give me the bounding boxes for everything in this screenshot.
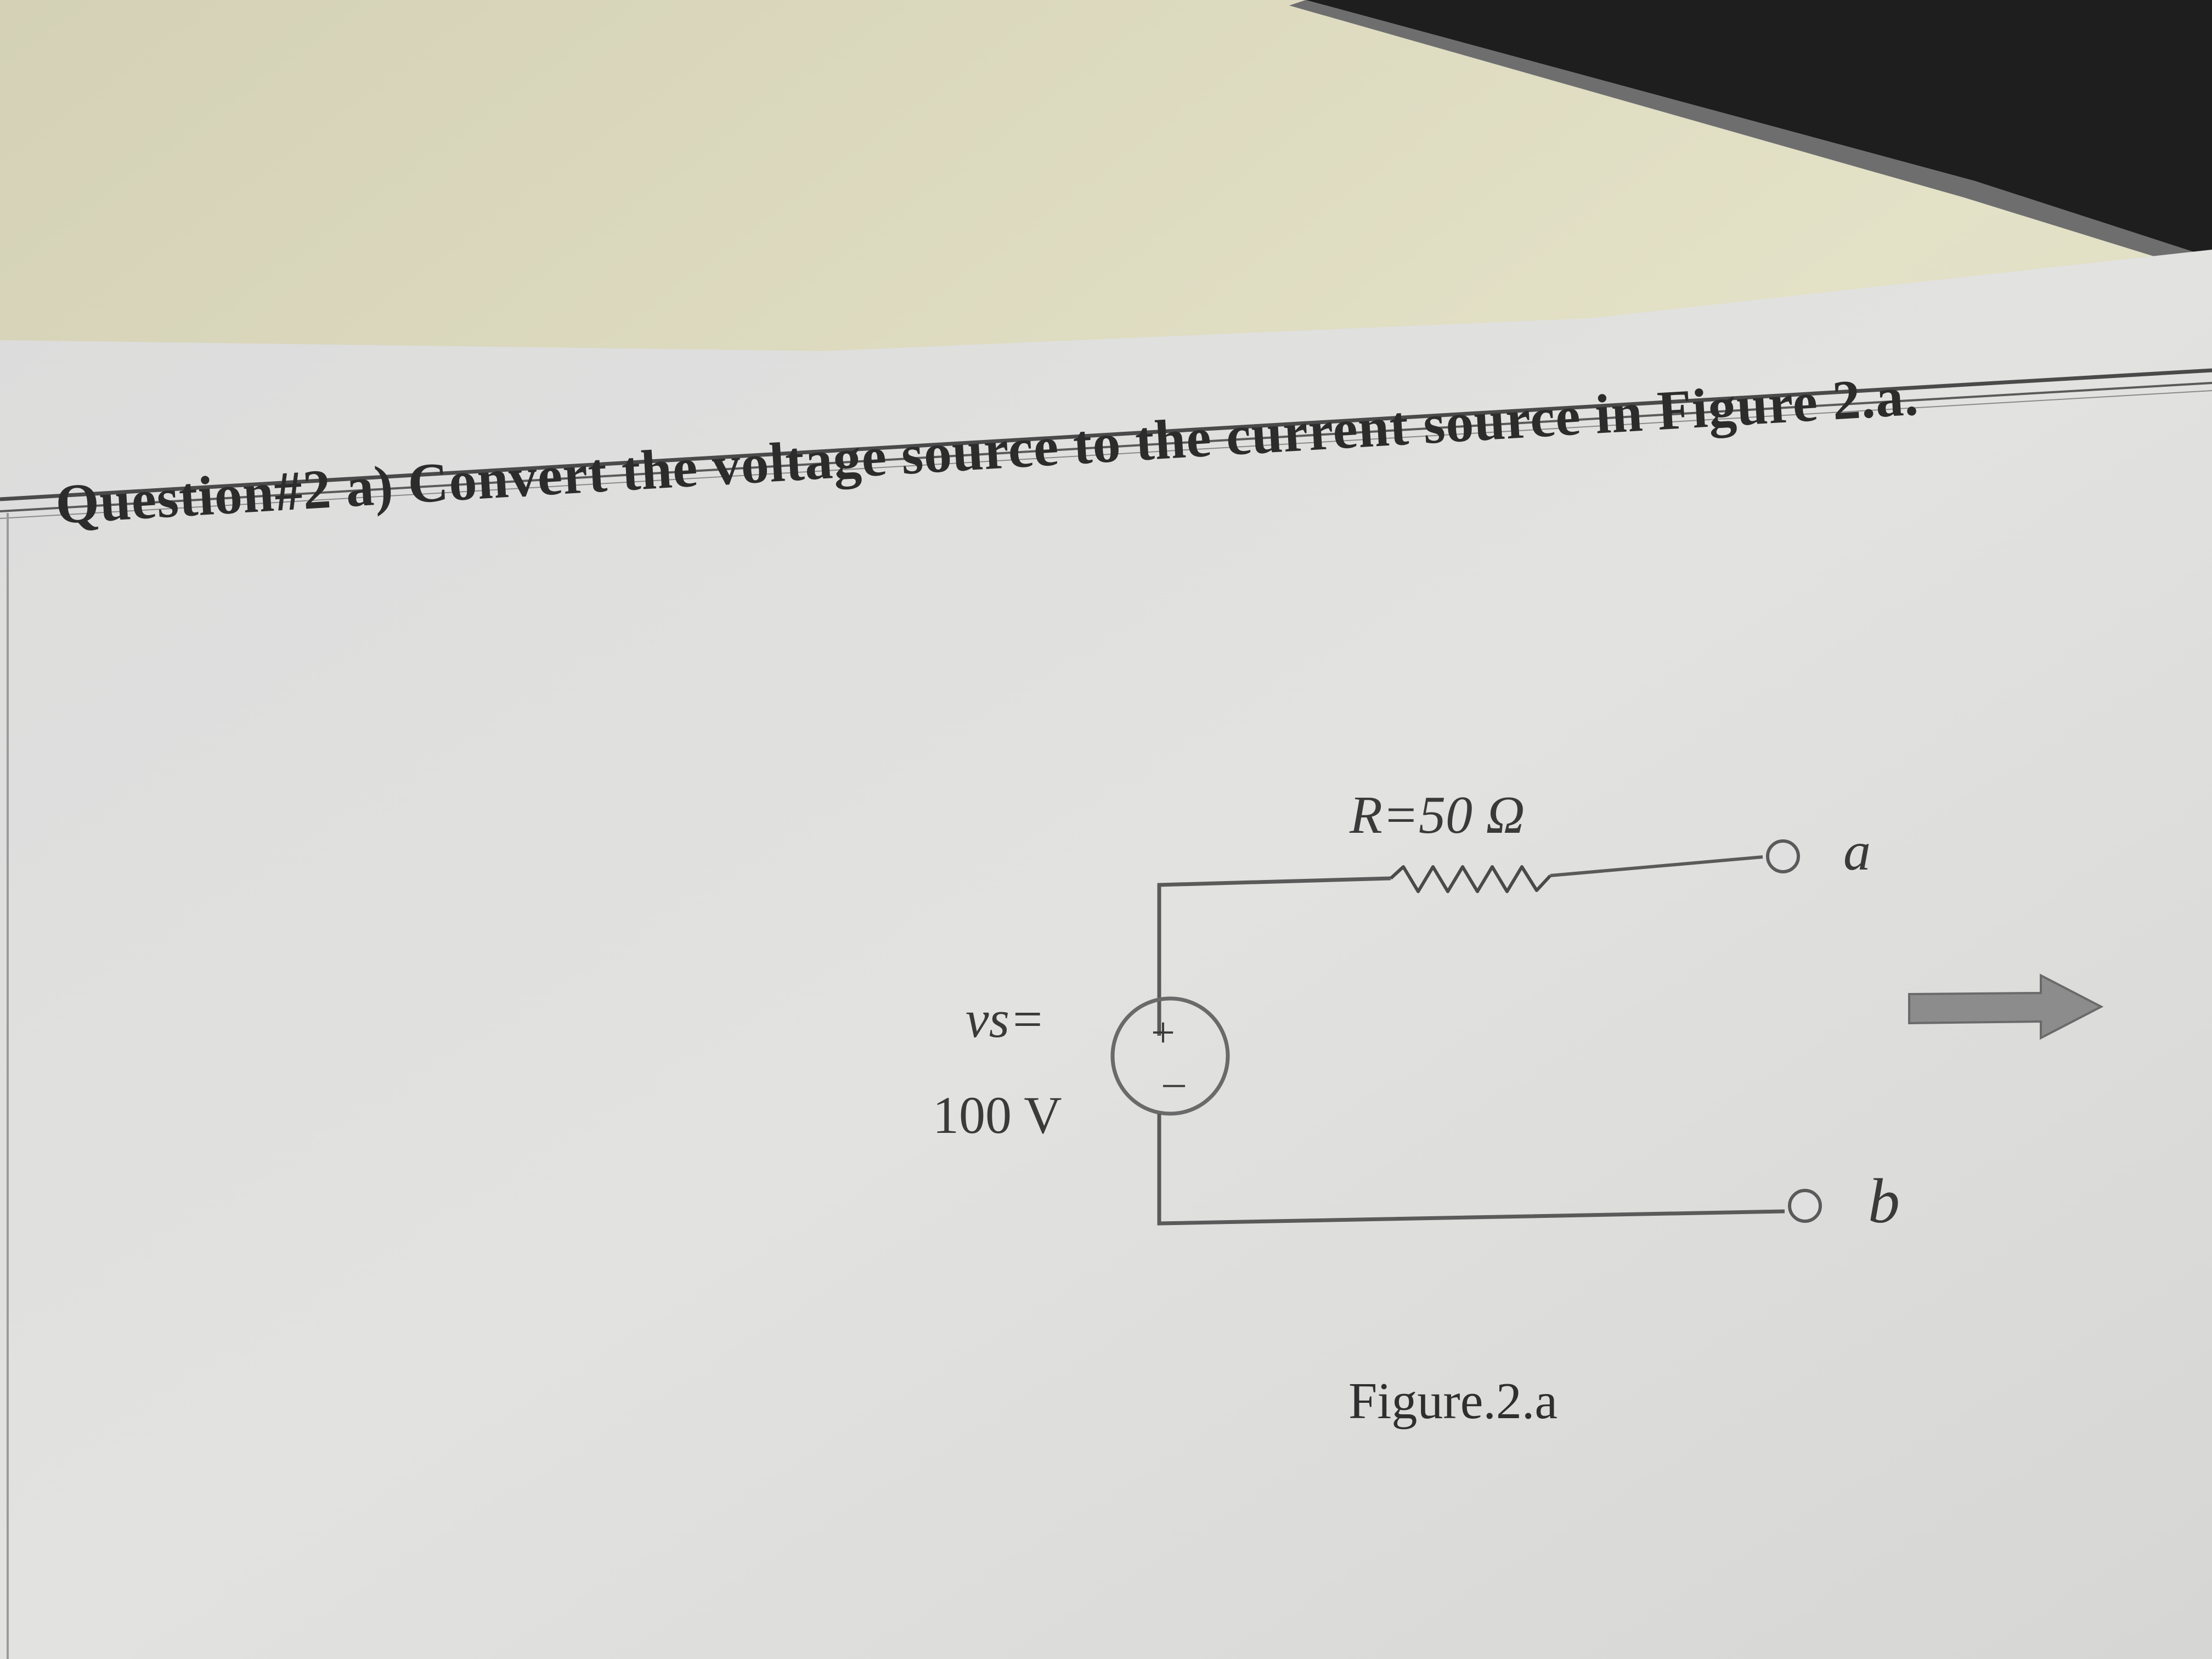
source-label-line2: 100 V <box>933 1086 1062 1144</box>
source-label-line1: vs= <box>966 990 1045 1048</box>
right-arrow-icon <box>1908 973 2104 1040</box>
laptop-edge <box>1306 0 2212 258</box>
top-wire-left <box>1157 876 1391 1036</box>
terminal-a-label: a <box>1843 821 1871 882</box>
paper-sheet <box>0 250 2212 1659</box>
bottom-wire <box>1157 1114 1785 1226</box>
figure-caption: Figure.2.a <box>1348 1373 1558 1430</box>
terminal-b-label: b <box>1868 1166 1900 1237</box>
rule-line-bottom <box>0 382 2212 512</box>
resistor-label: R=50 Ω <box>1349 786 1525 845</box>
source-plus-sign: + <box>1151 1008 1175 1056</box>
terminal-b-node <box>1788 1189 1822 1223</box>
resistor-symbol <box>1389 865 1552 893</box>
terminal-a-node <box>1766 839 1800 873</box>
voltage-source-symbol <box>1110 996 1230 1116</box>
source-minus-sign: – <box>1163 1058 1186 1105</box>
rule-line-top <box>0 368 2212 501</box>
top-wire-right <box>1550 855 1763 877</box>
